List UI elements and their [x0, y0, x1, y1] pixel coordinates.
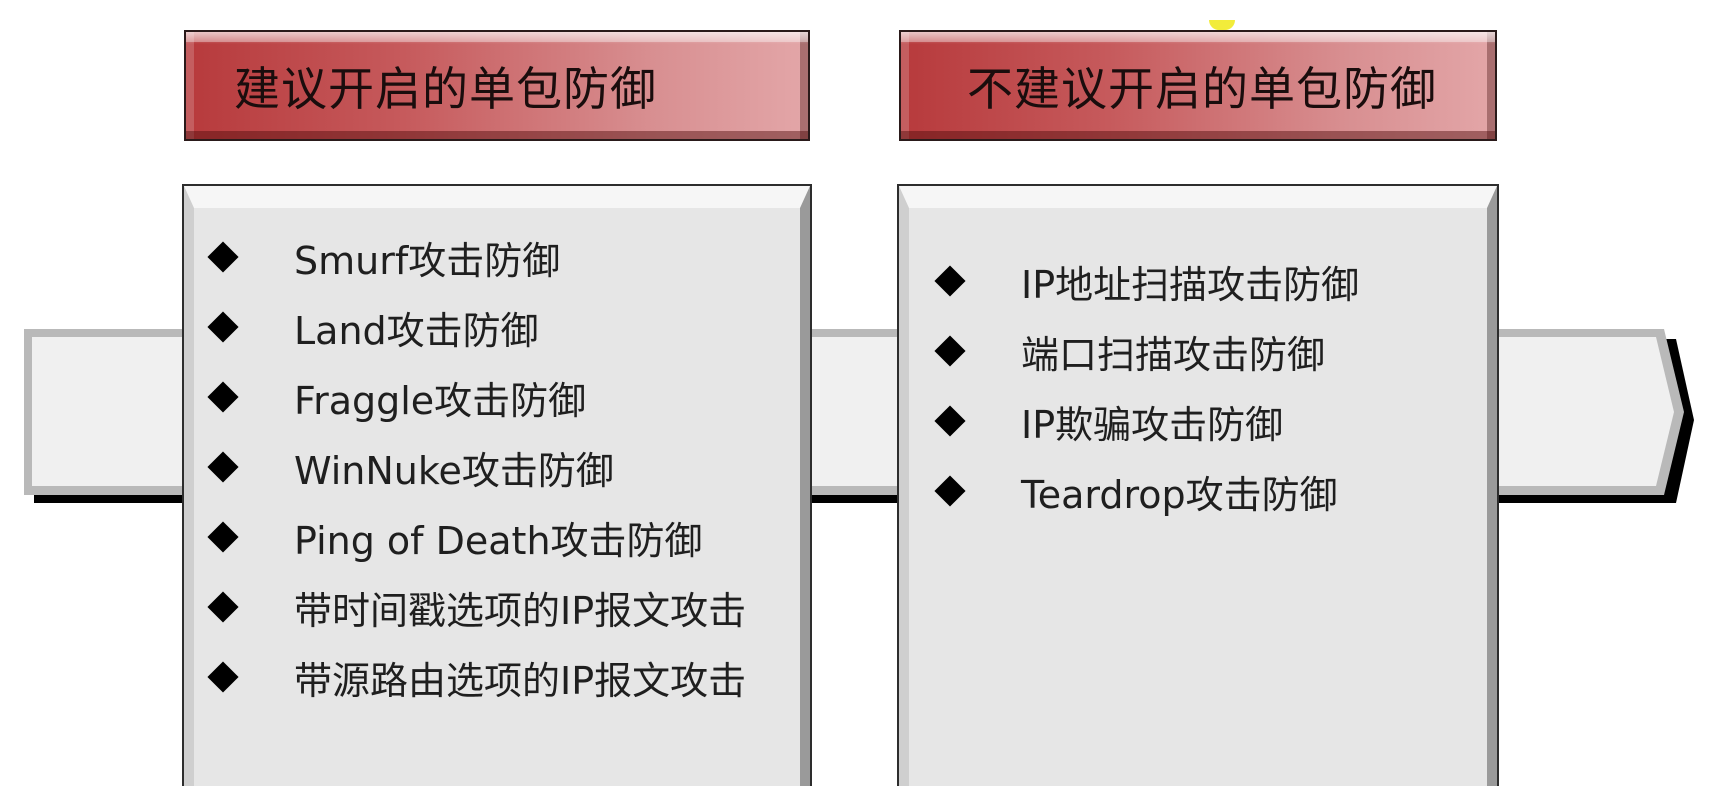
diamond-bullet-icon: [207, 311, 239, 343]
not-recommended-title: 不建议开启的单包防御: [967, 61, 1437, 116]
list-item-text: 带源路由选项的IP报文攻击: [294, 658, 747, 703]
diamond-bullet-icon: [207, 591, 239, 623]
list-item-text: IP欺骗攻击防御: [1021, 402, 1284, 447]
diamond-bullet-icon: [934, 265, 966, 297]
list-item-text: Teardrop攻击防御: [1021, 472, 1338, 517]
list-item-text: 端口扫描攻击防御: [1021, 332, 1326, 377]
not-recommended-header: 不建议开启的单包防御: [899, 30, 1497, 141]
diamond-bullet-icon: [934, 405, 966, 437]
list-item-text: Land攻击防御: [294, 308, 539, 353]
diamond-bullet-icon: [207, 381, 239, 413]
list-item-text: WinNuke攻击防御: [294, 448, 614, 493]
diamond-bullet-icon: [207, 521, 239, 553]
not-recommended-panel: IP地址扫描攻击防御 端口扫描攻击防御 IP欺骗攻击防御 Teardrop攻击防…: [899, 186, 1497, 786]
recommended-header: 建议开启的单包防御: [184, 30, 810, 141]
recommended-title: 建议开启的单包防御: [234, 61, 657, 116]
diamond-bullet-icon: [207, 241, 239, 273]
list-item-text: Fraggle攻击防御: [294, 378, 587, 423]
diamond-bullet-icon: [934, 475, 966, 507]
diamond-bullet-icon: [207, 661, 239, 693]
yellow-highlight-mark: [1209, 20, 1235, 30]
recommended-panel: Smurf攻击防御 Land攻击防御 Fraggle攻击防御 WinNuke攻击…: [184, 186, 810, 786]
list-item-text: 带时间戳选项的IP报文攻击: [294, 588, 747, 633]
list-item-text: Ping of Death攻击防御: [294, 518, 703, 563]
diamond-bullet-icon: [207, 451, 239, 483]
list-item-text: Smurf攻击防御: [294, 238, 561, 283]
diamond-bullet-icon: [934, 335, 966, 367]
list-item-text: IP地址扫描攻击防御: [1021, 262, 1360, 307]
